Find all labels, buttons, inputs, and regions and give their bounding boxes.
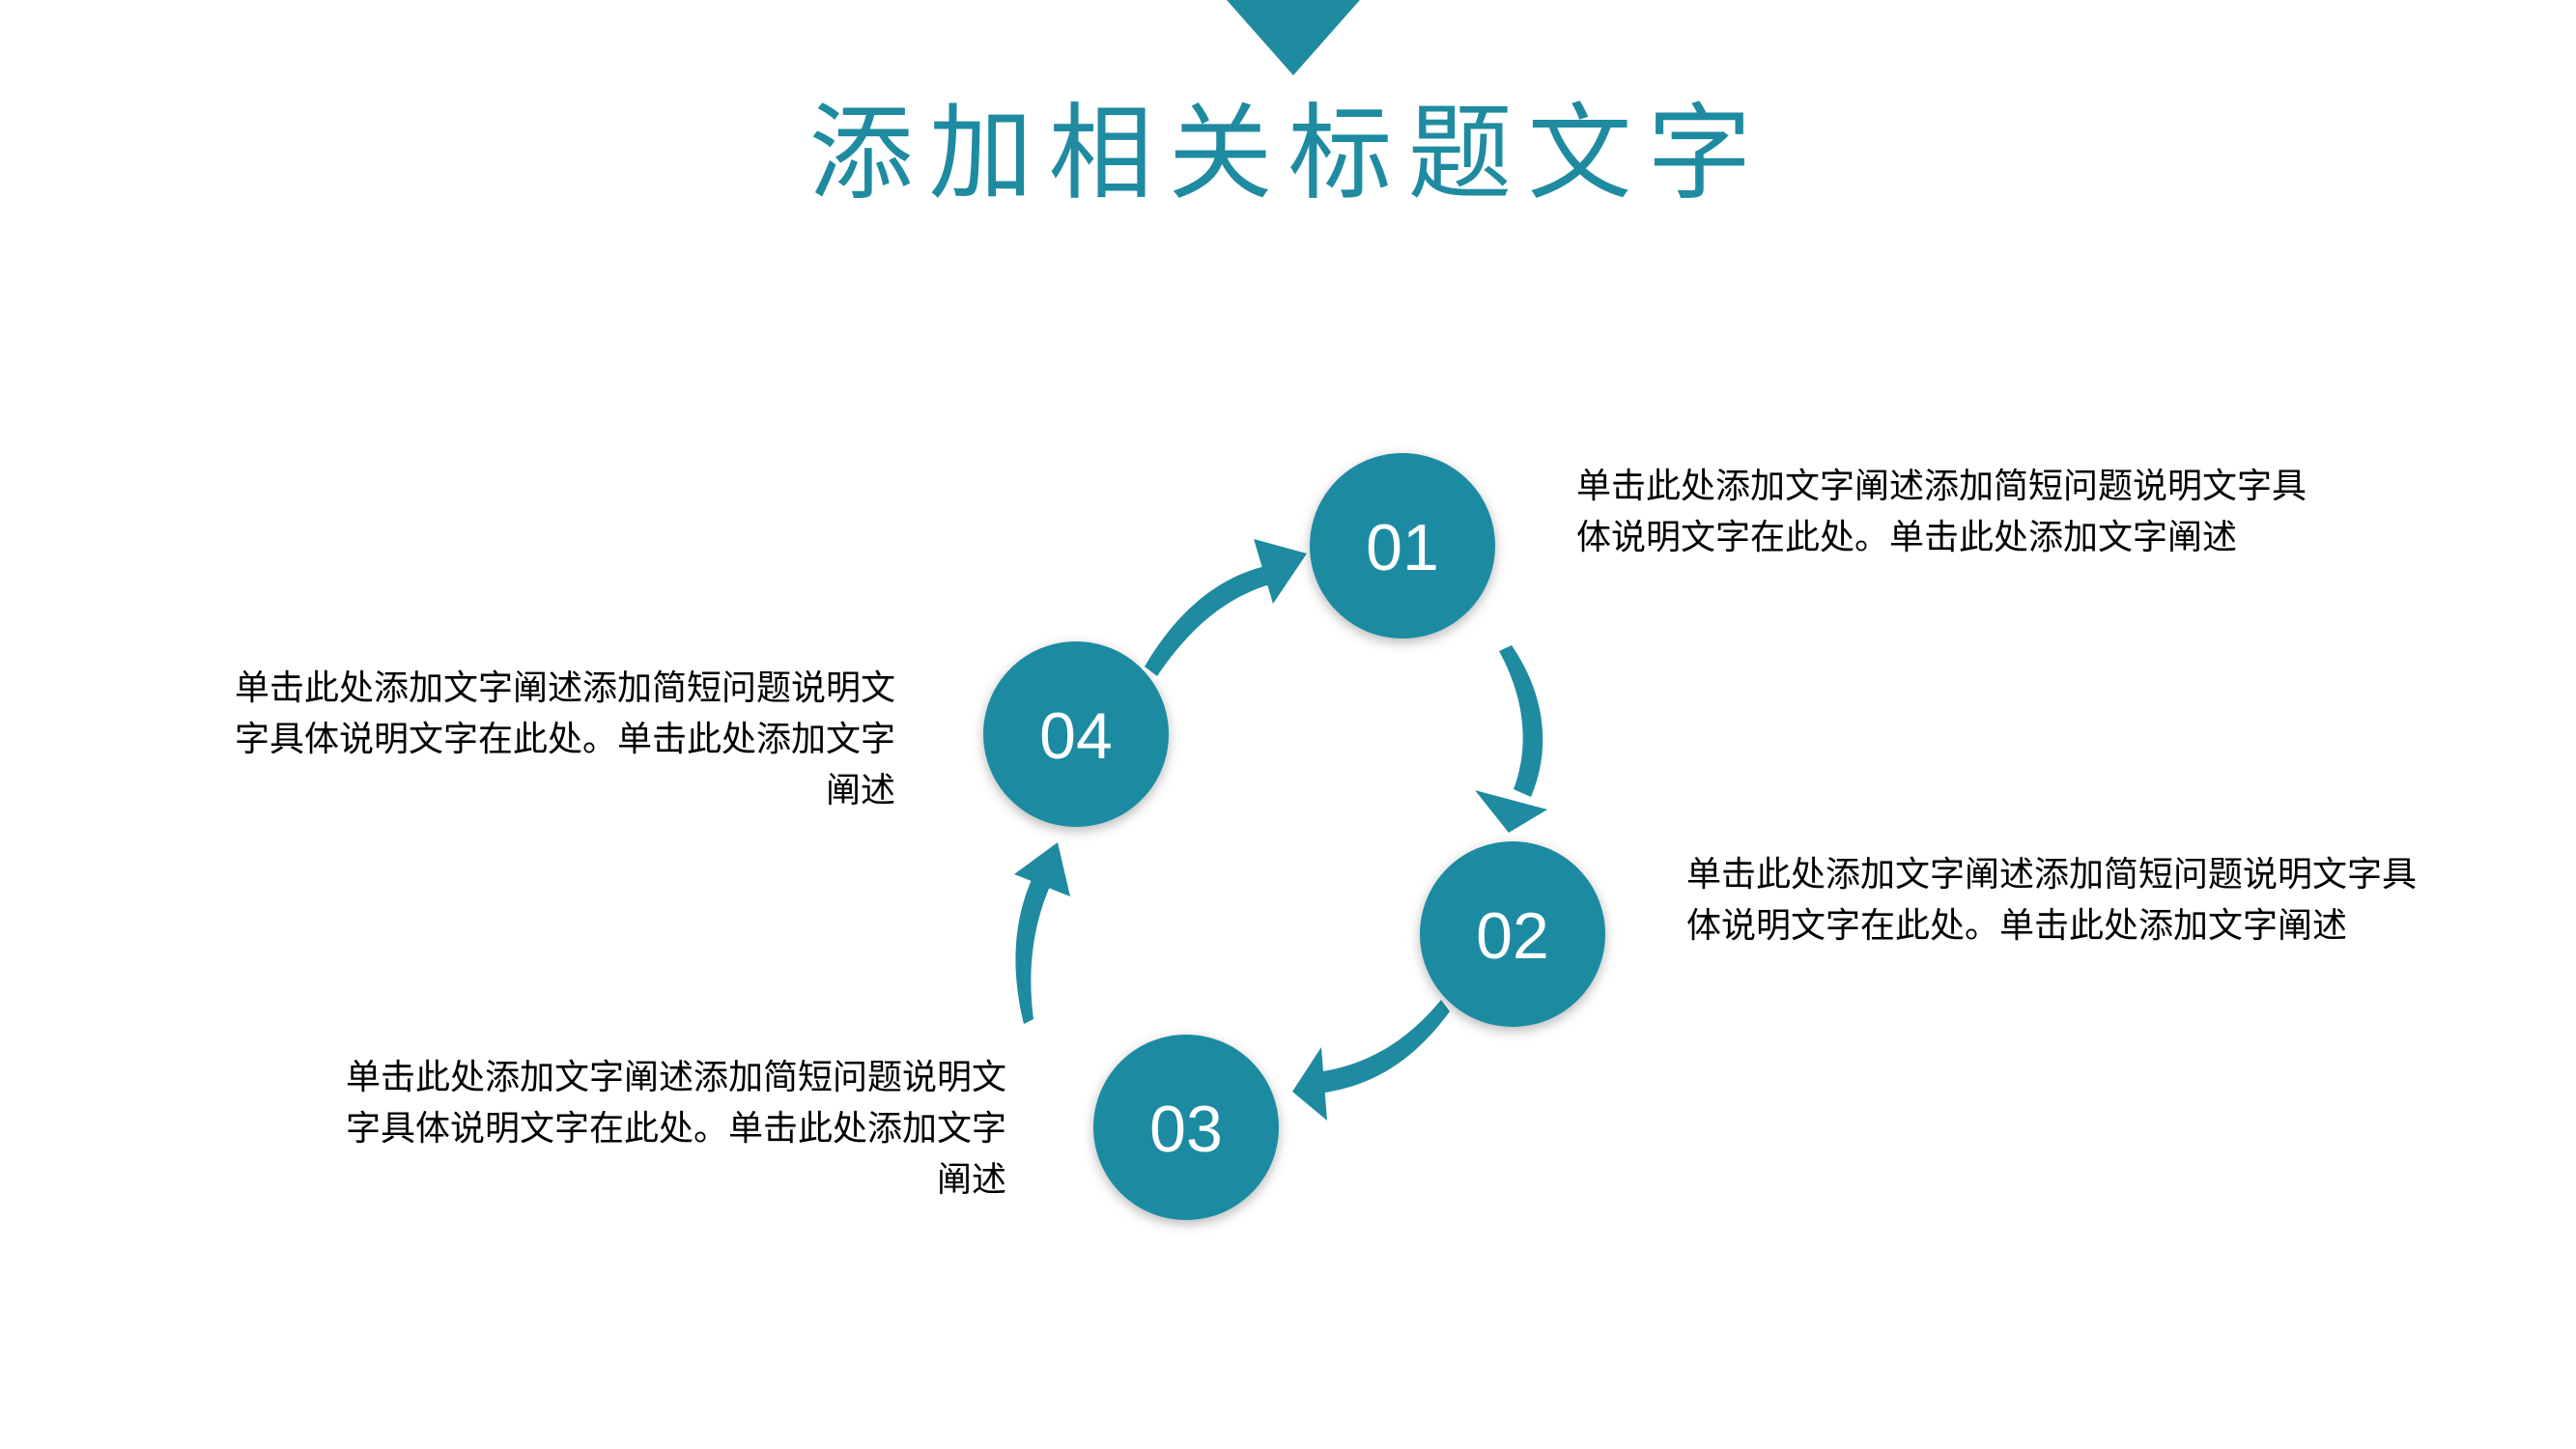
arrow-01-to-02 (1475, 645, 1547, 833)
step-circle-04: 04 (983, 641, 1169, 827)
step-number-03: 03 (1149, 1093, 1223, 1166)
arrow-03-to-04 (1014, 842, 1070, 1024)
step-03-description: 单击此处添加文字阐述添加简短问题说明文字具体说明文字在此处。单击此处添加文字阐述 (345, 1058, 1006, 1200)
top-triangle-decoration (1227, 0, 1360, 75)
step-02-description: 单击此处添加文字阐述添加简短问题说明文字具体说明文字在此处。单击此处添加文字阐述 (1686, 855, 2418, 946)
arrow-02-to-03 (1292, 1000, 1450, 1121)
step-circle-02: 02 (1420, 841, 1605, 1027)
step-circle-01: 01 (1310, 453, 1495, 639)
step-number-02: 02 (1476, 899, 1549, 973)
step-01-description: 单击此处添加文字阐述添加简短问题说明文字具体说明文字在此处。单击此处添加文字阐述 (1576, 467, 2307, 557)
step-number-04: 04 (1039, 699, 1113, 773)
arrow-04-to-01 (1145, 539, 1307, 676)
step-circle-03: 03 (1093, 1035, 1279, 1220)
page-title: 添加相关标题文字 (808, 94, 1768, 214)
step-number-01: 01 (1366, 511, 1439, 584)
step-04-description: 单击此处添加文字阐述添加简短问题说明文字具体说明文字在此处。单击此处添加文字阐述 (234, 668, 895, 810)
